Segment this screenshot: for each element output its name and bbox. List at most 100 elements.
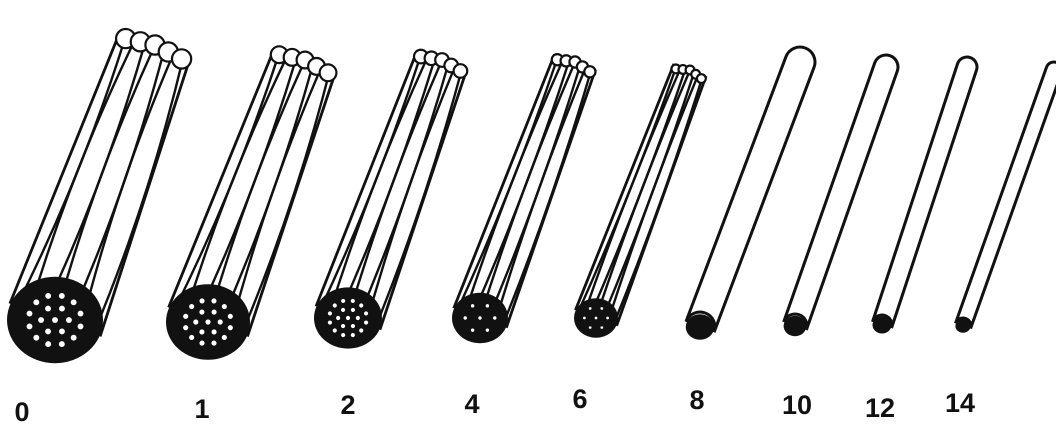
strand-line — [480, 62, 575, 318]
wire-outline — [100, 58, 190, 337]
strand-gap — [59, 306, 65, 312]
wire-1 — [166, 46, 336, 359]
strand-gap — [351, 308, 355, 312]
strand-gap — [595, 317, 598, 320]
strand-gap — [222, 304, 227, 309]
wire-cut-end — [166, 284, 250, 360]
strand-line — [93, 55, 183, 333]
gauge-label-10: 10 — [782, 390, 812, 420]
wire-2 — [314, 50, 467, 349]
strand-line — [175, 51, 280, 310]
strand-gap — [71, 299, 77, 305]
wires-layer — [7, 29, 1056, 363]
wire-cut-end — [784, 316, 807, 336]
strand-gap — [211, 341, 216, 346]
gauge-label-4: 4 — [464, 389, 479, 419]
strand-gap — [336, 316, 340, 320]
wire-0 — [7, 29, 191, 363]
gauge-label-6: 6 — [572, 384, 587, 414]
strand-gap — [333, 328, 337, 332]
strand-line — [55, 45, 155, 320]
wire-6 — [574, 64, 706, 338]
strand-gap — [359, 328, 363, 332]
strand-tip — [697, 74, 706, 83]
strand-line — [230, 66, 321, 330]
strand-gap — [583, 317, 586, 320]
strand-line — [339, 58, 435, 315]
strand-gap — [33, 299, 39, 305]
strand-gap — [589, 307, 592, 310]
strand-line — [579, 65, 677, 311]
strand-gap — [606, 317, 609, 320]
wire-14 — [955, 62, 1056, 333]
strand-tip — [584, 66, 595, 77]
gauge-label-0: 0 — [14, 397, 29, 426]
labels-layer: 0 1 2 4 6 8 10 12 14 — [14, 384, 975, 426]
wire-outline — [169, 49, 275, 308]
strand-gap — [486, 304, 489, 307]
strand-line — [42, 42, 145, 316]
strand-gap — [356, 316, 360, 320]
strand-gap — [189, 304, 194, 309]
strand-gap — [464, 316, 467, 319]
strand-gap — [205, 319, 210, 324]
strand-tip — [320, 64, 337, 81]
strand-gap — [183, 314, 188, 319]
gauge-label-14: 14 — [945, 388, 975, 418]
strand-gap — [600, 307, 603, 310]
strand-gap — [212, 309, 217, 314]
strand-gap — [328, 311, 332, 315]
strand-gap — [341, 333, 345, 337]
strand-gap — [183, 325, 188, 330]
gauge-label-12: 12 — [865, 393, 895, 423]
strand-line — [321, 53, 422, 309]
strand-line — [596, 70, 690, 318]
strand-tip — [172, 49, 191, 68]
strand-gap — [52, 317, 58, 323]
gauge-label-2: 2 — [340, 390, 355, 420]
strand-gap — [333, 303, 337, 307]
strand-gap — [59, 328, 65, 334]
strand-line — [502, 68, 591, 326]
strand-gap — [589, 326, 592, 329]
strand-gap — [59, 341, 65, 347]
strand-line — [602, 72, 695, 321]
strand-gap — [212, 329, 217, 334]
strand-gap — [27, 311, 33, 317]
wire-cut-end — [452, 293, 508, 343]
strand-line — [186, 54, 289, 314]
strand-gap — [471, 328, 474, 331]
strand-gap — [199, 309, 204, 314]
strand-gap — [328, 320, 332, 324]
wire-outline — [454, 54, 555, 308]
strand-gap — [351, 324, 355, 328]
strand-gap — [199, 329, 204, 334]
strand-gap — [199, 298, 204, 303]
gauge-label-8: 8 — [689, 385, 704, 415]
strand-gap — [493, 316, 496, 319]
strand-gap — [45, 306, 51, 312]
strand-gap — [228, 314, 233, 319]
strand-gap — [45, 293, 51, 299]
strand-gap — [27, 324, 33, 330]
strand-gap — [59, 293, 65, 299]
strand-gap — [193, 319, 198, 324]
wire-cut-end — [873, 317, 892, 334]
strand-gap — [364, 320, 368, 324]
strand-gap — [66, 317, 72, 323]
strand-gap — [189, 335, 194, 340]
strand-gap — [78, 324, 84, 330]
wire-cut-end — [314, 287, 382, 348]
strand-gap — [211, 298, 216, 303]
strand-line — [590, 68, 685, 315]
strand-gap — [45, 328, 51, 334]
strand-line — [366, 65, 455, 325]
wire-4 — [452, 54, 595, 343]
strand-gap — [600, 326, 603, 329]
wire-cut-end — [7, 277, 103, 363]
strand-gap — [486, 328, 489, 331]
strand-gap — [45, 341, 51, 347]
strand-line — [197, 57, 297, 318]
strand-gap — [341, 324, 345, 328]
